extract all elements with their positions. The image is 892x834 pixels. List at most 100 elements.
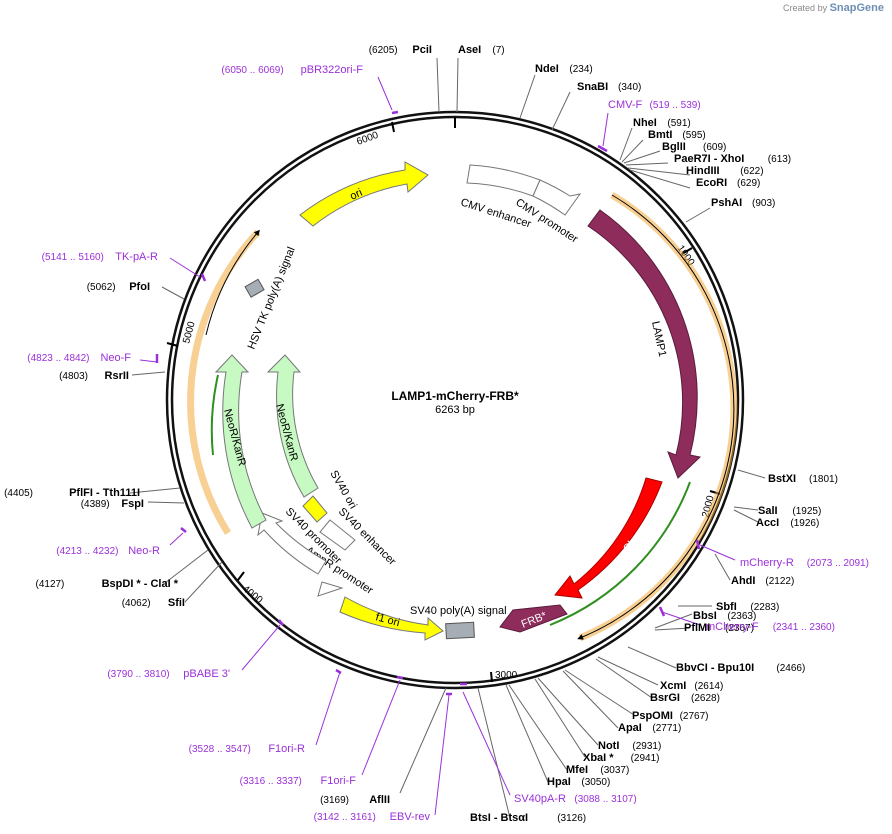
primer-pbr322ori-f[interactable]: pBR322ori-F(6050 .. 6069) <box>221 64 363 76</box>
plasmid-name: LAMP1-mCherry-FRB* <box>391 389 519 403</box>
svg-text:SV40 ori: SV40 ori <box>327 469 358 512</box>
site-asei[interactable]: AseI(7) <box>458 44 505 56</box>
primer-sv40pa-r[interactable]: SV40pA-R(3088 .. 3107) <box>514 793 637 805</box>
site-position: (629) <box>737 178 760 189</box>
site-bmti[interactable]: BmtI(595) <box>648 129 706 141</box>
svg-text:HSV TK poly(A) signal: HSV TK poly(A) signal <box>246 245 298 351</box>
site-position: (591) <box>667 118 690 129</box>
site-sali[interactable]: SalI(1925) <box>758 505 821 517</box>
primer-range: (4213 .. 4232) <box>56 546 118 557</box>
site-name: PfoI <box>129 281 150 293</box>
site-position: (2771) <box>652 723 681 734</box>
feature-mcherry[interactable]: mCherry <box>554 477 663 599</box>
feature-f1-ori[interactable]: f1 ori <box>339 596 444 641</box>
site-ndei[interactable]: NdeI(234) <box>535 63 593 75</box>
site-btsi-bts-i[interactable]: BtsI - BtsαI(3126) <box>470 812 586 824</box>
site-name: BspDI * - ClaI * <box>102 578 179 590</box>
site-position: (3169) <box>320 795 349 806</box>
site-position: (3037) <box>600 765 629 776</box>
site-name: PciI <box>412 44 432 56</box>
site-mfei[interactable]: MfeI(3037) <box>566 764 629 776</box>
snapgene-credit: Created by SnapGene <box>783 2 884 14</box>
primer-ebv-rev[interactable]: EBV-rev(3142 .. 3161) <box>314 811 431 823</box>
site-name: PflFI - Tth111I <box>69 487 140 499</box>
primer-mcherry-r[interactable]: mCherry-R(2073 .. 2091) <box>740 557 869 569</box>
site-aflii[interactable]: AflII(3169) <box>320 794 390 806</box>
site-pfoi[interactable]: PfoI (5062) <box>87 281 150 293</box>
site-bsrgi[interactable]: BsrGI(2628) <box>650 692 720 704</box>
primer-name: F1ori-F <box>321 775 357 787</box>
tick-3000: 3000 <box>490 670 518 683</box>
primer-neo-f[interactable]: Neo-F(4823 .. 4842) <box>27 352 131 364</box>
site-bstxi[interactable]: BstXI(1801) <box>768 473 838 485</box>
svg-text:6000: 6000 <box>355 130 380 148</box>
primer-cmv-f[interactable]: CMV-F(519 .. 539) <box>608 99 701 111</box>
site-bbsi[interactable]: BbsI(2363) <box>693 610 756 622</box>
site-rsrii[interactable]: RsrII(4803) <box>59 370 129 382</box>
primer-pbabe-3[interactable]: pBABE 3'(3790 .. 3810) <box>107 668 230 680</box>
mcherry-primer-arc <box>549 481 691 626</box>
site-name: PspOMI <box>632 710 673 722</box>
svg-text:4000: 4000 <box>240 584 265 607</box>
site-xcmi[interactable]: XcmI(2614) <box>660 680 723 692</box>
credit-prefix: Created by <box>783 3 828 13</box>
feature-sv40-polya[interactable]: SV40 poly(A) signal <box>410 605 507 640</box>
site-position: (2466) <box>776 663 805 674</box>
site-name: FspI <box>121 498 144 510</box>
site-pflmi[interactable]: PflMI(2367) <box>684 622 754 634</box>
site-name: PflMI <box>684 622 710 634</box>
site-name: NheI <box>633 117 657 129</box>
site-position: (5062) <box>87 282 116 293</box>
site-position: (4389) <box>81 499 110 510</box>
site-pshai[interactable]: PshAI (903) <box>711 197 775 209</box>
feature-frb[interactable]: FRB* <box>499 604 568 633</box>
feature-neor-kanr-inner[interactable]: NeoR/KanR <box>266 354 319 498</box>
site-pflfi-tth111i[interactable]: PflFI - Tth111I (4405) <box>4 487 140 499</box>
site-sfii[interactable]: SfiI(4062) <box>122 597 185 609</box>
primer-f1ori-f[interactable]: F1ori-F(3316 .. 3337) <box>240 775 357 787</box>
site-position: (903) <box>752 198 775 209</box>
site-nhei[interactable]: NheI (591) <box>633 117 691 129</box>
site-name: EcoRI <box>696 177 727 189</box>
site-bglii[interactable]: BglII(609) <box>662 141 726 153</box>
svg-text:3000: 3000 <box>495 670 518 681</box>
primer-mcherry-f[interactable]: mCherry-F(2341 .. 2360) <box>706 621 835 633</box>
site-position: (1926) <box>790 518 819 529</box>
site-snabi[interactable]: SnaBI(340) <box>577 81 641 93</box>
site-hindiii[interactable]: HindIII(622) <box>686 165 764 177</box>
site-acci[interactable]: AccI(1926) <box>756 517 819 529</box>
primer-labels: pBR322ori-F(6050 .. 6069) CMV-F(519 .. 53… <box>27 64 869 823</box>
site-fspi[interactable]: FspI (4389) <box>81 498 144 510</box>
site-xbai[interactable]: XbaI *(2941) <box>583 752 660 764</box>
site-apai[interactable]: ApaI(2771) <box>618 722 681 734</box>
feature-cmv-enhancer[interactable]: CMV enhancer <box>459 164 541 231</box>
site-paer7i-xhoi[interactable]: PaeR7I - XhoI(613) <box>674 153 791 165</box>
site-pcii[interactable]: PciI(6205) <box>369 44 432 56</box>
site-position: (4405) <box>4 488 33 499</box>
orf-arc-lamp1-line <box>577 194 735 640</box>
site-noti[interactable]: NotI(2931) <box>598 740 661 752</box>
site-pspomi[interactable]: PspOMI(2767) <box>632 710 709 722</box>
site-hpai[interactable]: HpaI(3050) <box>547 776 610 788</box>
primer-name: CMV-F <box>608 99 643 111</box>
site-name: PaeR7I - XhoI <box>674 153 744 165</box>
site-position: (1801) <box>809 474 838 485</box>
primer-f1ori-r[interactable]: F1ori-R(3528 .. 3547) <box>189 743 305 755</box>
primer-range: (3790 .. 3810) <box>107 669 169 680</box>
plasmid-length: 6263 bp <box>435 404 475 416</box>
primer-name: SV40pA-R <box>514 793 566 805</box>
feature-ori[interactable]: ori <box>299 161 429 227</box>
site-bspdi-clai[interactable]: BspDI * - ClaI *(4127) <box>35 578 178 590</box>
site-name: SbfI <box>716 601 737 613</box>
site-position: (2614) <box>694 681 723 692</box>
site-ahdi[interactable]: AhdI(2122) <box>731 575 794 587</box>
site-ecori[interactable]: EcoRI (629) <box>696 177 760 189</box>
site-name: SnaBI <box>577 81 608 93</box>
feature-hsv-tk-polya[interactable]: HSV TK poly(A) signal <box>244 245 298 351</box>
feature-neor-kanr-outer[interactable]: NeoR/KanR <box>214 354 267 529</box>
site-sbfi[interactable]: SbfI(2283) <box>716 601 779 613</box>
primer-neo-r[interactable]: Neo-R(4213 .. 4232) <box>56 545 160 557</box>
site-bbvci-bpu10i[interactable]: BbvCI - Bpu10I(2466) <box>676 662 805 674</box>
primer-tk-pa-r[interactable]: TK-pA-R(5141 .. 5160) <box>42 251 158 263</box>
site-name: PshAI <box>711 197 742 209</box>
